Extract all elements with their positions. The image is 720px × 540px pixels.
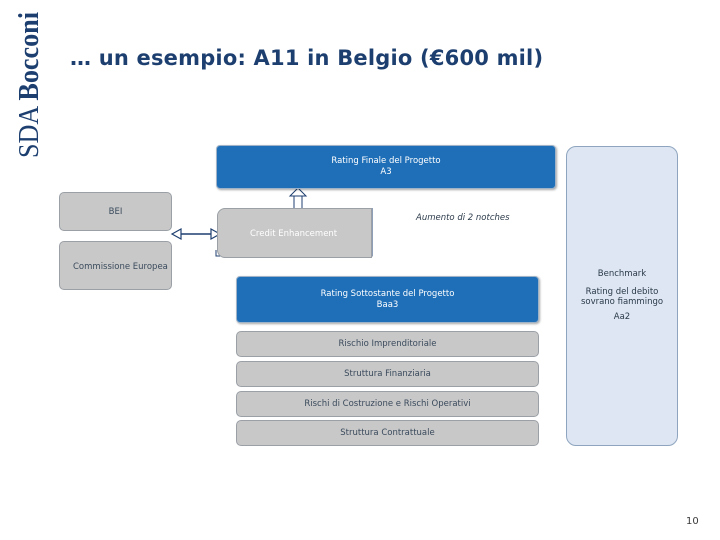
page-title: … un esempio: A11 in Belgio (€600 mil) bbox=[70, 46, 544, 70]
bei-box: BEI bbox=[59, 192, 172, 231]
credit-enhancement-label: Credit Enhancement bbox=[250, 228, 338, 239]
benchmark-description: Rating del debito sovrano fiammingo bbox=[566, 287, 678, 307]
final-rating-box: Rating Finale del Progetto A3 bbox=[216, 145, 556, 189]
final-rating-label: Rating Finale del Progetto bbox=[331, 156, 441, 166]
benchmark-desc-line: Rating del debito bbox=[585, 287, 659, 297]
underlying-rating-label: Rating Sottostante del Progetto bbox=[320, 288, 455, 299]
final-rating-value: A3 bbox=[380, 167, 392, 177]
bei-label: BEI bbox=[108, 207, 123, 217]
layer-label: Rischio Imprenditoriale bbox=[338, 338, 437, 349]
double-arrow bbox=[170, 227, 222, 241]
underlying-rating-value: Baa3 bbox=[376, 299, 399, 310]
layer-label: Struttura Finanziaria bbox=[344, 368, 431, 379]
benchmark-desc-line: sovrano fiammingo bbox=[580, 297, 664, 307]
uplift-note: Aumento di 2 notches bbox=[416, 213, 510, 223]
page-number: 10 bbox=[686, 516, 699, 527]
svg-text:SDA Bocconi: SDA Bocconi bbox=[14, 12, 44, 158]
credit-enhancement-box: Credit Enhancement bbox=[217, 208, 372, 258]
layer-label: Rischi di Costruzione e Rischi Operativi bbox=[304, 398, 471, 409]
commissione-box: Commissione Europea bbox=[59, 241, 172, 290]
layer-rischi-costruzione: Rischi di Costruzione e Rischi Operativi bbox=[236, 391, 539, 417]
sda-bocconi-logo: SDA Bocconi bbox=[4, 8, 45, 158]
benchmark-label: Benchmark bbox=[597, 269, 647, 279]
layer-label: Struttura Contrattuale bbox=[340, 427, 435, 438]
benchmark-panel bbox=[566, 146, 678, 446]
layer-struttura-contrattuale: Struttura Contrattuale bbox=[236, 420, 539, 446]
layer-rischio-imprenditoriale: Rischio Imprenditoriale bbox=[236, 331, 539, 357]
layer-struttura-finanziaria: Struttura Finanziaria bbox=[236, 361, 539, 387]
uplift-arrow bbox=[288, 187, 308, 210]
commissione-label: Commissione Europea bbox=[73, 262, 168, 272]
underlying-rating-box: Rating Sottostante del Progetto Baa3 bbox=[236, 276, 539, 323]
benchmark-value: Aa2 bbox=[613, 312, 631, 322]
